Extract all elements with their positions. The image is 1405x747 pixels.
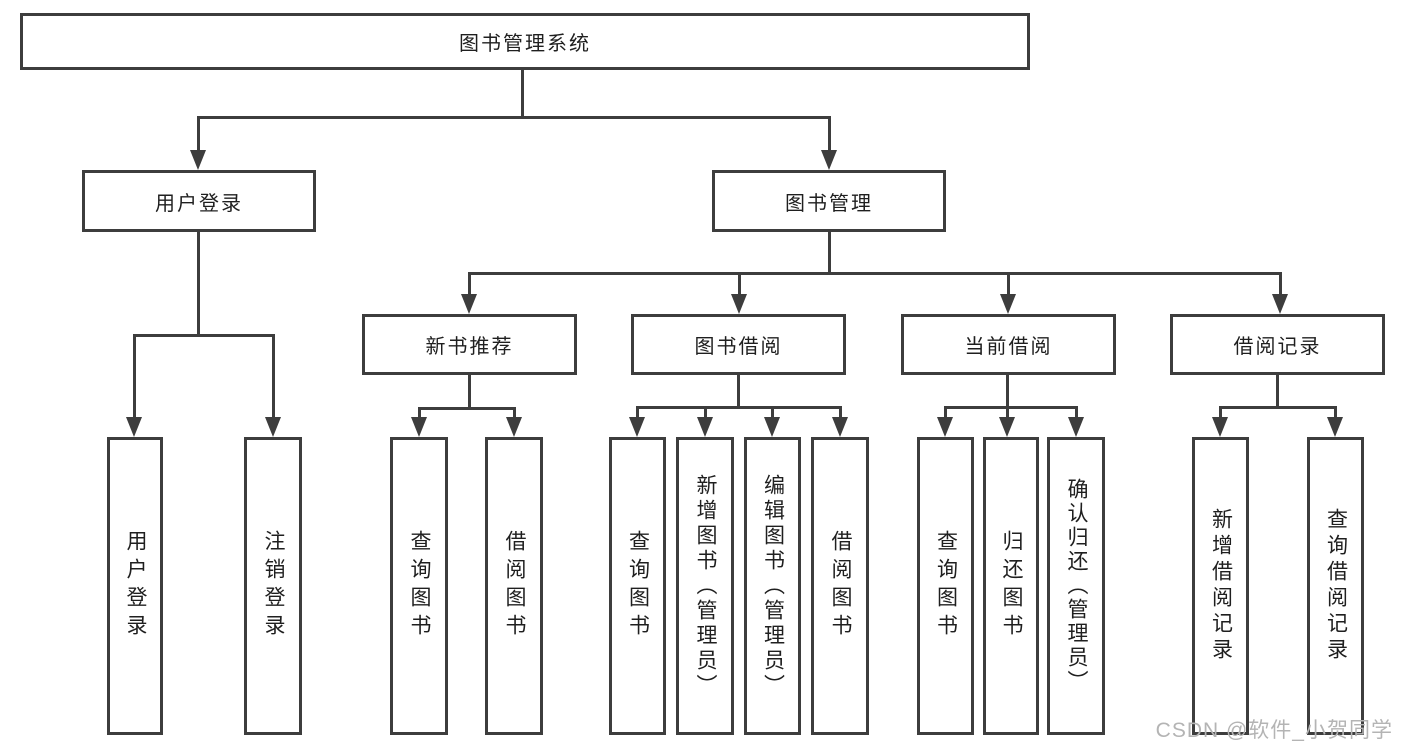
- arrowhead-book-borrow-icon: [731, 294, 747, 314]
- leaf-cb-confirm-return-admin: 确认归还（管理员）: [1047, 437, 1105, 735]
- connector-to-borrow-records: [1279, 272, 1282, 296]
- connector-to-user-login: [197, 116, 200, 154]
- connector-to-book-mgmt: [828, 116, 831, 154]
- node-book-management: 图书管理: [712, 170, 946, 232]
- connector-br-leaf1: [1219, 406, 1222, 421]
- node-book-borrow: 图书借阅: [631, 314, 846, 375]
- arrowhead-cb-leaf2-icon: [999, 417, 1015, 437]
- arrowhead-borrow-records-icon: [1272, 294, 1288, 314]
- leaf-nb-borrow-book: 借阅图书: [485, 437, 543, 735]
- connector-cb-leaf3: [1075, 406, 1078, 421]
- arrowhead-bb-leaf1-icon: [629, 417, 645, 437]
- connector-nb-leaf2: [513, 407, 516, 421]
- node-borrow-records: 借阅记录: [1170, 314, 1385, 375]
- csdn-watermark: CSDN @软件_小贺同学: [1155, 719, 1393, 742]
- arrowhead-br-leaf1-icon: [1212, 417, 1228, 437]
- arrowhead-br-leaf2-icon: [1327, 417, 1343, 437]
- node-root: 图书管理系统: [20, 13, 1030, 70]
- node-user-login: 用户登录: [82, 170, 316, 232]
- node-current-borrow: 当前借阅: [901, 314, 1116, 375]
- leaf-br-query-record: 查询借阅记录: [1307, 437, 1364, 735]
- connector-to-current-borrow: [1007, 272, 1010, 296]
- connector-root-stem: [521, 70, 524, 118]
- connector-user-login-hbar: [133, 334, 275, 337]
- connector-book-mgmt-stem: [828, 232, 831, 274]
- arrowhead-bb-leaf2-icon: [697, 417, 713, 437]
- leaf-logout: 注销登录: [244, 437, 302, 735]
- arrowhead-bb-leaf4-icon: [832, 417, 848, 437]
- connector-current-borrow-hbar: [944, 406, 1078, 409]
- leaf-br-add-record: 新增借阅记录: [1192, 437, 1249, 735]
- connector-new-book-stem: [468, 375, 471, 409]
- arrowhead-user-login-icon: [190, 150, 206, 170]
- connector-root-hbar: [197, 116, 831, 119]
- connector-new-book-hbar: [418, 407, 516, 410]
- connector-cb-leaf2: [1006, 406, 1009, 421]
- arrowhead-leaf-login-icon: [126, 417, 142, 437]
- connector-book-mgmt-hbar: [468, 272, 1282, 275]
- arrowhead-bb-leaf3-icon: [764, 417, 780, 437]
- connector-bb-leaf2: [704, 406, 707, 421]
- arrowhead-book-mgmt-icon: [821, 150, 837, 170]
- connector-book-borrow-hbar: [636, 406, 842, 409]
- leaf-bb-query-book: 查询图书: [609, 437, 666, 735]
- leaf-bb-add-book-admin: 新增图书（管理员）: [676, 437, 734, 735]
- connector-borrow-records-stem: [1276, 375, 1279, 408]
- leaf-nb-query-book: 查询图书: [390, 437, 448, 735]
- leaf-user-login: 用户登录: [107, 437, 163, 735]
- leaf-cb-query-book: 查询图书: [917, 437, 974, 735]
- connector-br-leaf2: [1334, 406, 1337, 421]
- arrowhead-new-book-icon: [461, 294, 477, 314]
- connector-book-borrow-stem: [737, 375, 740, 408]
- connector-to-leaf-login: [133, 334, 136, 419]
- leaf-bb-edit-book-admin: 编辑图书（管理员）: [744, 437, 801, 735]
- leaf-bb-borrow-book: 借阅图书: [811, 437, 869, 735]
- connector-to-book-borrow: [738, 272, 741, 296]
- connector-user-login-stem: [197, 232, 200, 336]
- arrowhead-cb-leaf3-icon: [1068, 417, 1084, 437]
- connector-bb-leaf4: [839, 406, 842, 421]
- connector-to-new-book: [468, 272, 471, 296]
- node-new-book-recommend: 新书推荐: [362, 314, 577, 375]
- connector-current-borrow-stem: [1006, 375, 1009, 408]
- connector-bb-leaf1: [636, 406, 639, 421]
- arrowhead-leaf-logout-icon: [265, 417, 281, 437]
- arrowhead-current-borrow-icon: [1000, 294, 1016, 314]
- connector-borrow-records-hbar: [1219, 406, 1337, 409]
- arrowhead-cb-leaf1-icon: [937, 417, 953, 437]
- connector-bb-leaf3: [771, 406, 774, 421]
- connector-to-leaf-logout: [272, 334, 275, 419]
- leaf-cb-return-book: 归还图书: [983, 437, 1039, 735]
- connector-nb-leaf1: [418, 407, 421, 421]
- arrowhead-nb-leaf1-icon: [411, 417, 427, 437]
- arrowhead-nb-leaf2-icon: [506, 417, 522, 437]
- connector-cb-leaf1: [944, 406, 947, 421]
